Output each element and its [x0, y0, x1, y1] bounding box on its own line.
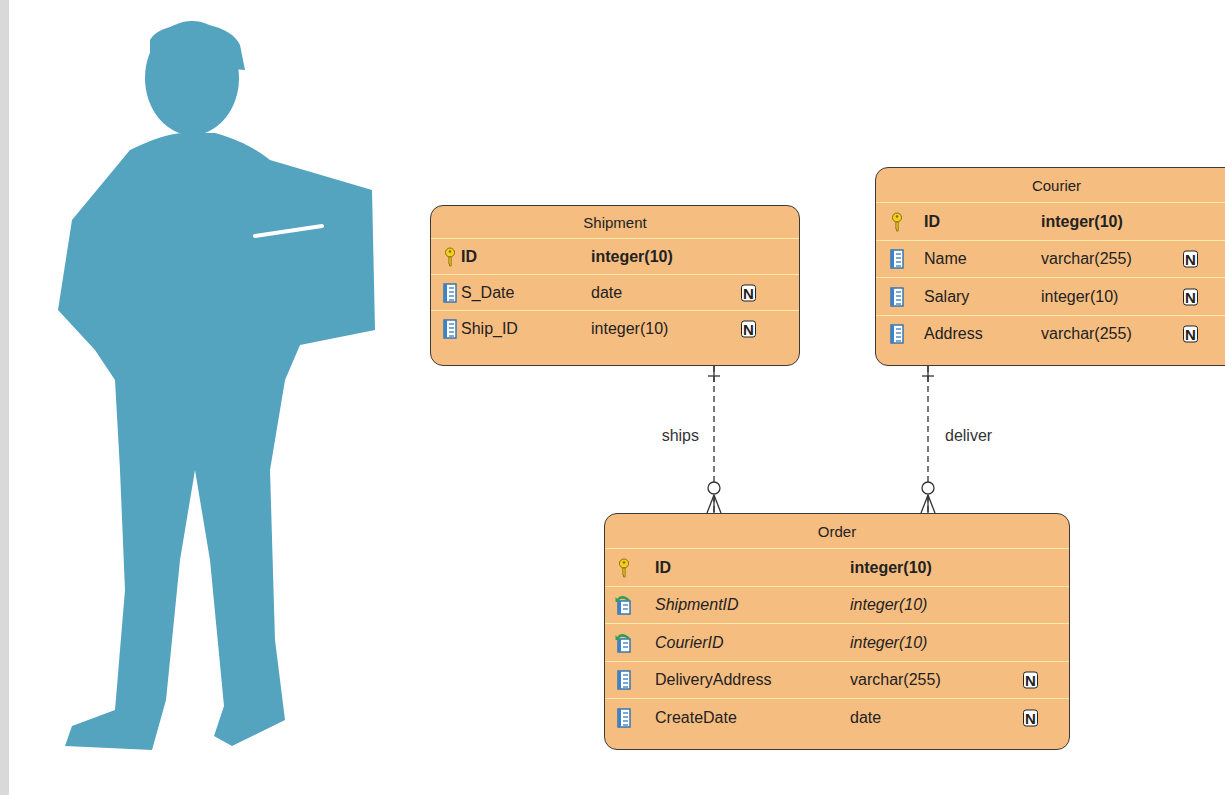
column-name: S_Date [461, 284, 514, 302]
relationship-label: deliver [942, 426, 995, 446]
column-row: ID integer(10) [876, 202, 1225, 241]
column-name: Salary [924, 288, 969, 306]
column-name: Address [924, 325, 983, 343]
column-type: date [591, 284, 622, 302]
table-header: Order [605, 514, 1069, 549]
table-name: Courier [876, 177, 1225, 194]
column-icon [441, 319, 459, 339]
column-type: integer(10) [591, 320, 668, 338]
column-row: Name varchar(255) N [876, 240, 1225, 279]
column-icon [888, 287, 906, 307]
relationship-line [707, 366, 721, 513]
column-name: Name [924, 250, 967, 268]
column-row: ID integer(10) [431, 238, 799, 275]
nullable-mark: N [1183, 288, 1198, 305]
column-row: S_Date date N [431, 274, 799, 311]
nullable-mark: N [1023, 672, 1038, 689]
entity-table: CourierIDinteger(10)Namevarchar(255)NSal… [875, 167, 1225, 366]
column-icon [441, 283, 459, 303]
column-name: CreateDate [655, 709, 737, 727]
column-icon [888, 324, 906, 344]
column-name: Ship_ID [461, 320, 518, 338]
column-type: integer(10) [1041, 213, 1123, 231]
entity-table: OrderIDinteger(10)ShipmentIDinteger(10)C… [604, 513, 1070, 750]
nullable-mark: N [1023, 709, 1038, 726]
column-type: integer(10) [850, 559, 932, 577]
column-name: ID [655, 559, 671, 577]
nullable-mark: N [1183, 326, 1198, 343]
column-name: CourierID [655, 634, 723, 652]
side-bar [0, 0, 9, 795]
column-type: integer(10) [1041, 288, 1118, 306]
column-name: DeliveryAddress [655, 671, 771, 689]
foreign-key-icon [615, 633, 633, 653]
key-icon [888, 212, 906, 232]
column-icon [888, 249, 906, 269]
column-name: ID [924, 213, 940, 231]
key-icon [615, 558, 633, 578]
relationship-line [921, 366, 935, 513]
nullable-mark: N [741, 285, 756, 302]
column-type: varchar(255) [1041, 325, 1132, 343]
column-name: ID [461, 248, 477, 266]
column-row: ShipmentID integer(10) [605, 586, 1069, 625]
entity-table: ShipmentIDinteger(10)S_DatedateNShip_IDi… [430, 205, 800, 366]
table-name: Order [605, 523, 1069, 540]
column-row: DeliveryAddress varchar(255) N [605, 661, 1069, 700]
column-row: Address varchar(255) N [876, 315, 1225, 354]
nullable-mark: N [1183, 251, 1198, 268]
column-type: integer(10) [850, 596, 927, 614]
column-name: ShipmentID [655, 596, 739, 614]
column-row: CreateDate date N [605, 698, 1069, 737]
column-type: varchar(255) [850, 671, 941, 689]
column-type: date [850, 709, 881, 727]
column-type: integer(10) [591, 248, 673, 266]
column-type: varchar(255) [1041, 250, 1132, 268]
column-row: Ship_ID integer(10) N [431, 310, 799, 347]
column-row: ID integer(10) [605, 548, 1069, 587]
column-icon [615, 708, 633, 728]
nullable-mark: N [741, 321, 756, 338]
foreign-key-icon [615, 595, 633, 615]
column-row: CourierID integer(10) [605, 623, 1069, 662]
table-header: Shipment [431, 206, 799, 239]
table-header: Courier [876, 168, 1225, 203]
table-name: Shipment [431, 214, 799, 231]
relationship-label: ships [659, 426, 702, 446]
column-icon [615, 670, 633, 690]
column-type: integer(10) [850, 634, 927, 652]
column-row: Salary integer(10) N [876, 277, 1225, 316]
key-icon [441, 247, 459, 267]
